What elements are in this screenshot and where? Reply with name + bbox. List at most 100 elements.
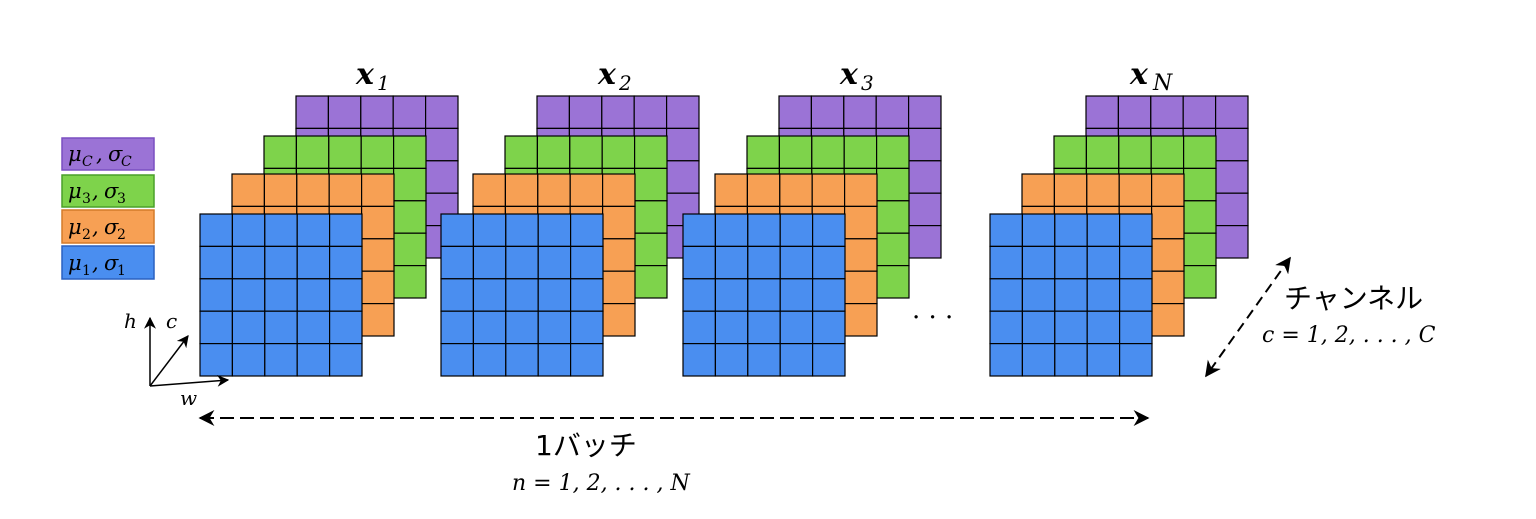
legend: μ C , σ C μ 3 , σ 3 μ 2 , σ 2 μ 1 , σ: [61, 137, 155, 280]
channel-span-arrow: [1205, 256, 1291, 378]
grid-cell: [361, 303, 395, 337]
grid-cell: [537, 173, 571, 208]
channel-1-grid: [199, 213, 363, 377]
grid-cell: [843, 270, 878, 305]
grid-cell: [989, 310, 1024, 345]
legend-mu-sub: 3: [82, 191, 91, 207]
grid-cell: [747, 278, 781, 312]
sample-label-n: x N: [1129, 57, 1173, 96]
grid-cell: [1085, 95, 1120, 130]
grid-cell: [665, 160, 700, 194]
legend-item-channel-1: μ 1 , σ 1: [61, 245, 155, 280]
grid-cell: [505, 278, 539, 312]
grid-cell: [601, 303, 636, 337]
w-axis-arrow: [149, 374, 230, 387]
legend-swatch-purple: [61, 137, 155, 171]
grid-cell: [296, 278, 331, 312]
grid-cell: [1118, 310, 1153, 345]
grid-cell: [361, 238, 395, 272]
grid-cell: [601, 205, 636, 240]
grid-cell: [472, 343, 507, 377]
grid-cell: [907, 160, 942, 194]
grid-cell: [1182, 232, 1217, 267]
legend-swatch-blue: [61, 245, 155, 280]
grid-cell: [263, 135, 298, 170]
batch-formula: n = 1, 2, . . . , N: [512, 471, 691, 496]
grid-cell: [231, 245, 266, 280]
grid-cell: [1021, 173, 1056, 208]
grid-cell: [682, 278, 717, 312]
grid-cell: [747, 213, 781, 248]
grid-cell: [231, 213, 266, 248]
grid-cell: [633, 95, 668, 130]
grid-cell: [875, 265, 910, 299]
grid-cell: [811, 135, 845, 170]
grid-cell: [1214, 127, 1249, 162]
grid-cell: [360, 135, 395, 170]
c-axis-arrow: [149, 335, 189, 387]
grid-cell: [989, 343, 1024, 377]
sample-label-base: x: [839, 57, 859, 92]
grid-cell: [264, 310, 298, 345]
legend-sigma-sub: 2: [117, 227, 126, 243]
channel-formula: c = 1, 2, . . . , C: [1262, 323, 1436, 348]
grid-cell: [440, 245, 475, 280]
grid-cell: [633, 167, 668, 202]
grid-cell: [1118, 245, 1153, 280]
grid-cell: [1182, 200, 1217, 234]
grid-cell: [505, 245, 539, 280]
grid-cell: [907, 192, 942, 227]
grid-cell: [682, 245, 717, 280]
grid-cell: [989, 278, 1024, 312]
grid-cell: [989, 213, 1024, 248]
grid-cell: [1086, 173, 1120, 208]
grid-cell: [425, 95, 459, 130]
sample-label-sub: 1: [377, 71, 390, 95]
grid-cell: [1086, 343, 1121, 377]
grid-cell: [264, 245, 298, 280]
legend-swatch-orange: [61, 209, 155, 244]
grid-cell: [1118, 135, 1152, 170]
grid-cell: [714, 245, 749, 280]
grid-cell: [811, 278, 846, 312]
grid-cell: [505, 213, 539, 248]
grid-cell: [1086, 245, 1121, 280]
grid-cell: [1118, 278, 1153, 312]
grid-cell: [875, 167, 910, 202]
sample-label-sub: 3: [861, 71, 874, 95]
sample-stack: [989, 95, 1249, 377]
grid-cell: [811, 173, 846, 208]
grid-cell: [810, 95, 845, 130]
grid-cell: [425, 160, 459, 194]
grid-cell: [328, 173, 363, 208]
grid-cell: [569, 213, 604, 248]
grid-cell: [1118, 173, 1153, 208]
grid-cell: [875, 135, 910, 170]
legend-item-channel-c: μ C , σ C: [61, 137, 155, 171]
grid-cell: [779, 173, 813, 208]
grid-cell: [1021, 343, 1056, 377]
grid-cell: [329, 310, 363, 345]
grid-cell: [714, 213, 749, 248]
grid-cell: [505, 343, 539, 377]
c-axis-label: c: [166, 309, 177, 333]
channel-1-grid: [440, 213, 604, 377]
legend-mu: μ: [68, 179, 82, 203]
grid-cell: [779, 343, 814, 377]
grid-cell: [779, 310, 814, 345]
grid-cell: [1214, 160, 1249, 194]
grid-cell: [329, 343, 363, 377]
grid-cell: [199, 310, 234, 345]
grid-cell: [811, 343, 846, 377]
batch-title: 1バッチ: [535, 429, 637, 462]
grid-cell: [393, 135, 427, 170]
grid-cell: [875, 95, 910, 130]
grid-cell: [505, 310, 539, 345]
grid-cell: [1118, 213, 1153, 248]
grid-cell: [295, 135, 330, 170]
grid-cell: [682, 343, 717, 377]
grid-cell: [393, 232, 427, 267]
grid-cell: [746, 173, 781, 208]
grid-cell: [263, 173, 298, 208]
